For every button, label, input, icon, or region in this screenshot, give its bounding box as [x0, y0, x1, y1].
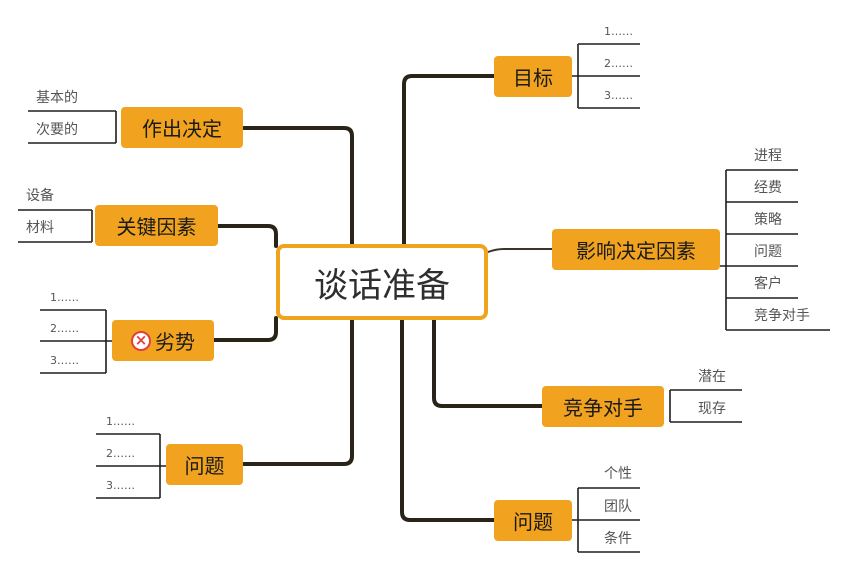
connector-goal: [402, 74, 496, 246]
topic-problems-left[interactable]: 问题: [166, 444, 243, 485]
topic-key-factors-label: 关键因素: [116, 215, 197, 239]
leaf-problem-left-1[interactable]: 1……: [106, 415, 135, 428]
leaf-decision-secondary[interactable]: 次要的: [36, 122, 78, 138]
connector-problems-right: [400, 318, 496, 522]
leaf-problem-conditions[interactable]: 条件: [604, 531, 632, 547]
leaf-weakness-1[interactable]: 1……: [50, 291, 79, 304]
topic-problems-right-label: 问题: [513, 510, 553, 534]
topic-make-decision[interactable]: 作出决定: [121, 107, 243, 148]
leaf-goal-2[interactable]: 2……: [604, 57, 633, 70]
connector-decision: [241, 126, 354, 246]
connector-problems-left: [241, 318, 354, 466]
leaf-goal-1[interactable]: 1……: [604, 25, 633, 38]
topic-make-decision-label: 作出决定: [142, 117, 222, 141]
leaf-decision-basic[interactable]: 基本的: [36, 90, 78, 106]
leaf-factor-strategy[interactable]: 策略: [754, 212, 782, 228]
leaf-goal-3[interactable]: 3……: [604, 89, 633, 102]
topic-weakness[interactable]: ×劣势: [112, 320, 214, 361]
leaf-weakness-3[interactable]: 3……: [50, 354, 79, 367]
connector-factors: [487, 248, 553, 253]
leaf-key-equipment[interactable]: 设备: [26, 188, 54, 204]
topic-problems-left-label: 问题: [184, 454, 225, 478]
central-topic[interactable]: 谈话准备: [276, 244, 488, 320]
leaf-factor-problems[interactable]: 问题: [754, 244, 782, 260]
topic-problems-right[interactable]: 问题: [494, 500, 572, 541]
topic-competitors-label: 竞争对手: [563, 396, 643, 420]
leaf-problem-left-2[interactable]: 2……: [106, 447, 135, 460]
leaf-factor-process[interactable]: 进程: [754, 148, 782, 164]
topic-key-factors[interactable]: 关键因素: [95, 205, 218, 246]
leaf-factor-clients[interactable]: 客户: [754, 276, 782, 292]
topic-weakness-label: 劣势: [155, 330, 195, 354]
leaf-weakness-2[interactable]: 2……: [50, 322, 79, 335]
leaf-factor-funds[interactable]: 经费: [754, 180, 782, 196]
connector-weakness: [212, 316, 278, 342]
leaf-problem-left-3[interactable]: 3……: [106, 479, 135, 492]
topic-competitors[interactable]: 竞争对手: [542, 386, 664, 427]
topic-influencing-factors-label: 影响决定因素: [576, 239, 696, 263]
topic-goal-label: 目标: [513, 66, 553, 90]
leaf-problem-personality[interactable]: 个性: [604, 466, 632, 482]
leaf-factor-competitors[interactable]: 竞争对手: [754, 308, 810, 324]
leaf-competitor-existing[interactable]: 现存: [698, 401, 726, 417]
leaf-competitor-potential[interactable]: 潜在: [698, 369, 726, 385]
connector-key-factors: [216, 224, 278, 248]
topic-goal[interactable]: 目标: [494, 56, 572, 97]
topic-influencing-factors[interactable]: 影响决定因素: [552, 229, 720, 270]
central-topic-label: 谈话准备: [314, 265, 450, 306]
leaf-problem-team[interactable]: 团队: [604, 499, 632, 515]
leaf-key-materials[interactable]: 材料: [26, 220, 54, 236]
error-circle-icon: ×: [131, 330, 151, 351]
connector-competitors: [432, 318, 544, 408]
